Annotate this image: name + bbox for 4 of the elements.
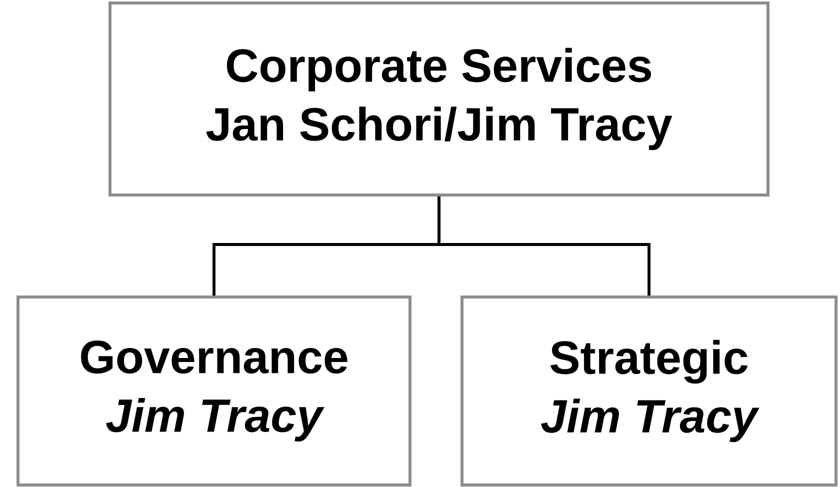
org-box: Corporate Services Jan Schori/Jim Tracy	[108, 2, 770, 196]
connector-line	[438, 196, 650, 296]
org-box: Strategic Jim Tracy	[460, 296, 838, 486]
org-box: Governance Jim Tracy	[16, 296, 412, 486]
